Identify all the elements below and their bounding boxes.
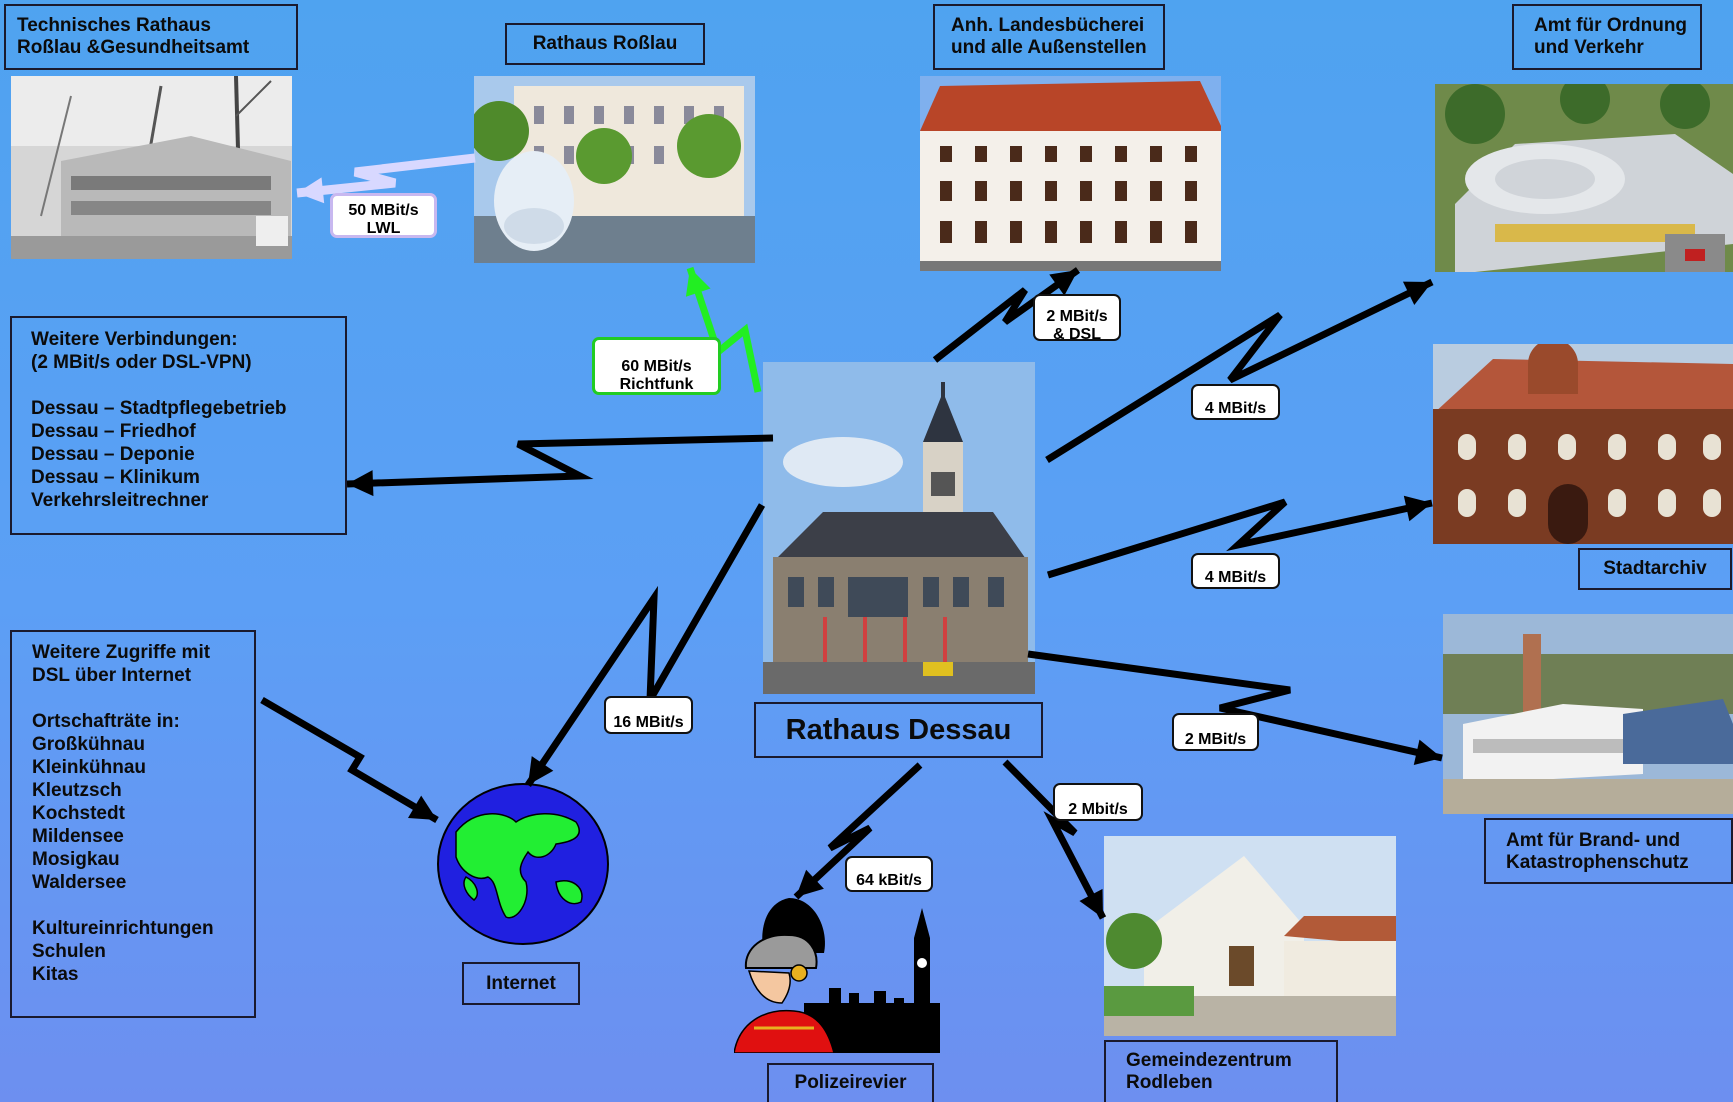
landesbuecherei-photo <box>920 76 1221 271</box>
ortschaft-item: Kochstedt <box>32 803 125 824</box>
link-stadtarchiv-arrowhead <box>1403 495 1432 522</box>
link-label-brand: 2 MBit/s <box>1172 713 1259 751</box>
internet-label: Internet <box>462 962 580 1005</box>
amt-brand-photo <box>1443 614 1733 814</box>
technisches-rathaus-photo <box>11 76 292 259</box>
rathaus-rosslau-photo <box>474 76 755 263</box>
link-gemeindezentrum-arrowhead <box>1079 888 1103 918</box>
weitere-zugriffe-box: Weitere Zugriffe mit DSL über Internet O… <box>10 630 256 1018</box>
link-lwl-arrowhead <box>297 177 325 204</box>
police-guard-icon <box>734 893 940 1053</box>
gemeindezentrum-photo <box>1104 836 1396 1036</box>
link-weitere-verbindungen <box>346 434 774 497</box>
stadtarchiv-label: Stadtarchiv <box>1578 548 1732 590</box>
ortschaft-item: Großkühnau <box>32 734 145 755</box>
weitere-zugriffe-heading: Weitere Zugriffe mit DSL über Internet <box>32 642 211 686</box>
verbindung-item: Dessau – Friedhof <box>31 421 196 442</box>
ortschaft-item: Mildensee <box>32 826 124 847</box>
link-landesbuecherei-arrowhead <box>1049 270 1078 296</box>
ortschaft-heading: Ortschafträte in: <box>32 711 180 732</box>
einrichtung-item: Schulen <box>32 941 106 962</box>
link-label-landesbuecherei: 2 MBit/s & DSL <box>1033 294 1121 343</box>
link-weitere-zugriffe-arrowhead <box>407 795 437 820</box>
link-brand-arrowhead <box>1413 739 1442 765</box>
amt-ordnung-label: Amt für Ordnung und Verkehr <box>1512 4 1702 70</box>
weitere-verbindungen-box: Weitere Verbindungen: (2 MBit/s oder DSL… <box>10 316 347 535</box>
link-richtfunk-arrowhead <box>685 268 711 297</box>
weitere-verbindungen-heading: Weitere Verbindungen: (2 MBit/s oder DSL… <box>31 329 252 373</box>
link-label-internet: 16 MBit/s <box>604 696 693 734</box>
link-ordnung-arrowhead <box>1402 281 1432 306</box>
link-label-polizei: 64 kBit/s <box>845 856 933 892</box>
link-label-gemeindezentrum: 2 Mbit/s <box>1053 783 1143 821</box>
globe-icon <box>436 782 610 946</box>
link-internet-arrowhead <box>528 756 554 785</box>
link-label-richtfunk: 60 MBit/s Richtfunk <box>592 337 721 395</box>
amt-ordnung-photo <box>1435 84 1733 272</box>
link-label-ordnung: 4 MBit/s <box>1191 384 1280 420</box>
amt-brand-label: Amt für Brand- und Katastrophenschutz <box>1484 818 1733 884</box>
ortschaft-item: Kleinkühnau <box>32 757 147 778</box>
link-label-lwl: 50 MBit/s LWL <box>330 193 437 238</box>
technisches-rathaus-label: Technisches Rathaus Roßlau &Gesundheitsa… <box>4 4 298 70</box>
rathaus-dessau-photo <box>763 362 1035 694</box>
ortschaft-item: Waldersee <box>32 872 127 893</box>
rathaus-dessau-label: Rathaus Dessau <box>754 702 1043 758</box>
polizeirevier-label: Polizeirevier <box>767 1063 934 1102</box>
link-label-stadtarchiv: 4 MBit/s <box>1191 553 1280 589</box>
verbindung-item: Dessau – Klinikum <box>31 467 200 488</box>
ortschaft-item: Mosigkau <box>32 849 120 870</box>
einrichtung-item: Kultureinrichtungen <box>32 918 214 939</box>
gemeindezentrum-label: Gemeindezentrum Rodleben <box>1104 1040 1338 1102</box>
link-internet <box>525 503 766 787</box>
landesbuecherei-label: Anh. Landesbücherei und alle Außenstelle… <box>933 4 1165 70</box>
verbindung-item: Verkehrsleitrechner <box>31 490 209 511</box>
link-weitere-zugriffe <box>260 696 439 824</box>
link-weitere-verbindungen-arrowhead <box>347 470 374 497</box>
verbindung-item: Dessau – Deponie <box>31 444 195 465</box>
verbindung-item: Dessau – Stadtpflegebetrieb <box>31 398 287 419</box>
ortschaft-item: Kleutzsch <box>32 780 122 801</box>
einrichtung-item: Kitas <box>32 964 79 985</box>
rathaus-rosslau-label: Rathaus Roßlau <box>505 23 705 65</box>
stadtarchiv-photo <box>1433 344 1733 544</box>
